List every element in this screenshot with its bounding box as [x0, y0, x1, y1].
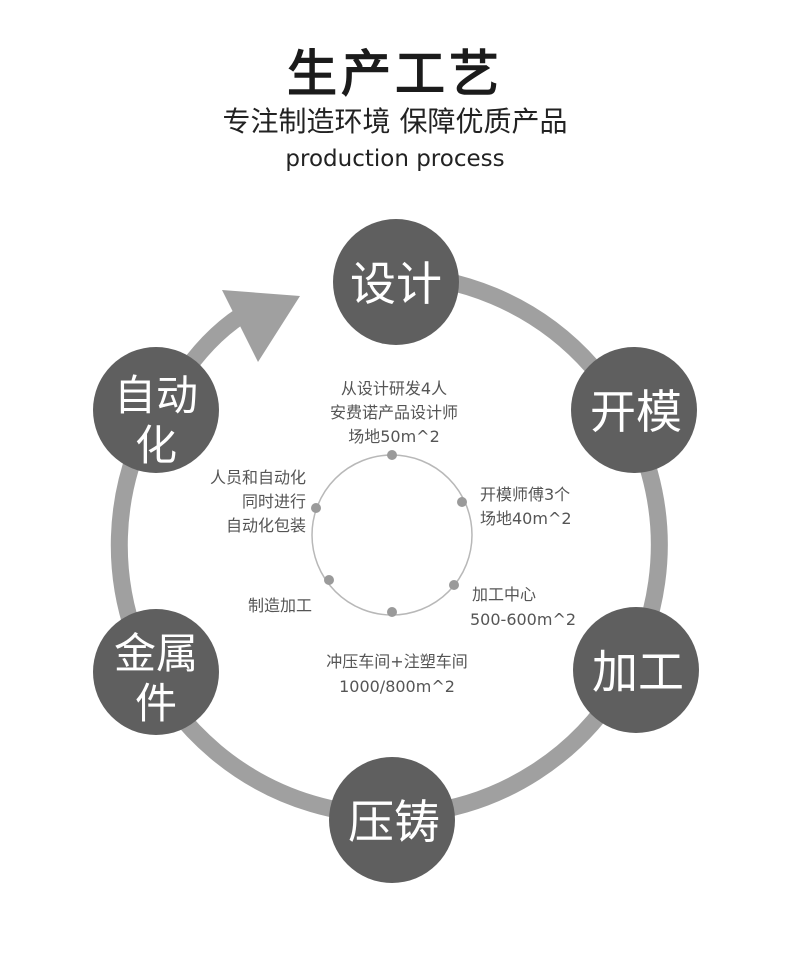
inner-dot-mold	[457, 497, 467, 507]
note-die-casting: 冲压车间+注塑车间 1000/800m^2	[326, 652, 467, 696]
note-line: 1000/800m^2	[339, 677, 455, 696]
stage-label-line: 自动	[114, 371, 198, 420]
note-line: 自动化包装	[226, 516, 306, 535]
stage-node-design: 设计	[333, 219, 459, 345]
note-line: 冲压车间+注塑车间	[326, 652, 467, 671]
page-title: 生产工艺	[287, 45, 503, 103]
note-line: 开模师傅3个	[480, 485, 570, 504]
stage-label-line: 金属	[114, 629, 198, 678]
note-sheet-metal: 制造加工	[248, 596, 312, 615]
note-line: 500-600m^2	[470, 610, 576, 629]
inner-dot-automation	[311, 503, 321, 513]
note-machining: 加工中心 500-600m^2	[470, 585, 576, 629]
stage-node-mold: 开模	[571, 347, 697, 473]
stage-node-sheet-metal: 金属 件	[93, 609, 219, 735]
note-line: 场地50m^2	[348, 427, 440, 446]
stage-label-line: 化	[135, 421, 177, 470]
stage-label: 设计	[350, 257, 442, 311]
inner-dot-sheet-metal	[324, 575, 334, 585]
stage-label: 开模	[590, 385, 682, 439]
note-automation: 人员和自动化 同时进行 自动化包装	[210, 468, 306, 535]
cycle-arrow-head	[222, 290, 300, 362]
stage-node-automation: 自动 化	[93, 347, 219, 473]
inner-dot-die-casting	[387, 607, 397, 617]
note-line: 加工中心	[472, 585, 536, 604]
note-line: 场地40m^2	[480, 509, 572, 528]
note-line: 同时进行	[242, 492, 306, 511]
note-line: 从设计研发4人	[341, 379, 447, 398]
stage-node-die-casting: 压铸	[329, 757, 455, 883]
stage-label: 加工	[592, 645, 684, 699]
note-line: 制造加工	[248, 596, 312, 615]
page-subtitle-en: production process	[285, 146, 505, 172]
inner-ring	[311, 454, 473, 616]
inner-dot-machining	[449, 580, 459, 590]
note-design: 从设计研发4人 安费诺产品设计师 场地50m^2	[330, 379, 458, 446]
stage-label-line: 件	[135, 679, 177, 728]
stage-label: 压铸	[348, 795, 440, 849]
stage-node-machining: 加工	[573, 607, 699, 733]
page-subtitle: 专注制造环境 保障优质产品	[222, 105, 568, 138]
note-line: 安费诺产品设计师	[330, 403, 458, 422]
note-line: 人员和自动化	[210, 468, 306, 487]
note-mold: 开模师傅3个 场地40m^2	[480, 485, 572, 528]
inner-dot-design	[387, 450, 397, 460]
